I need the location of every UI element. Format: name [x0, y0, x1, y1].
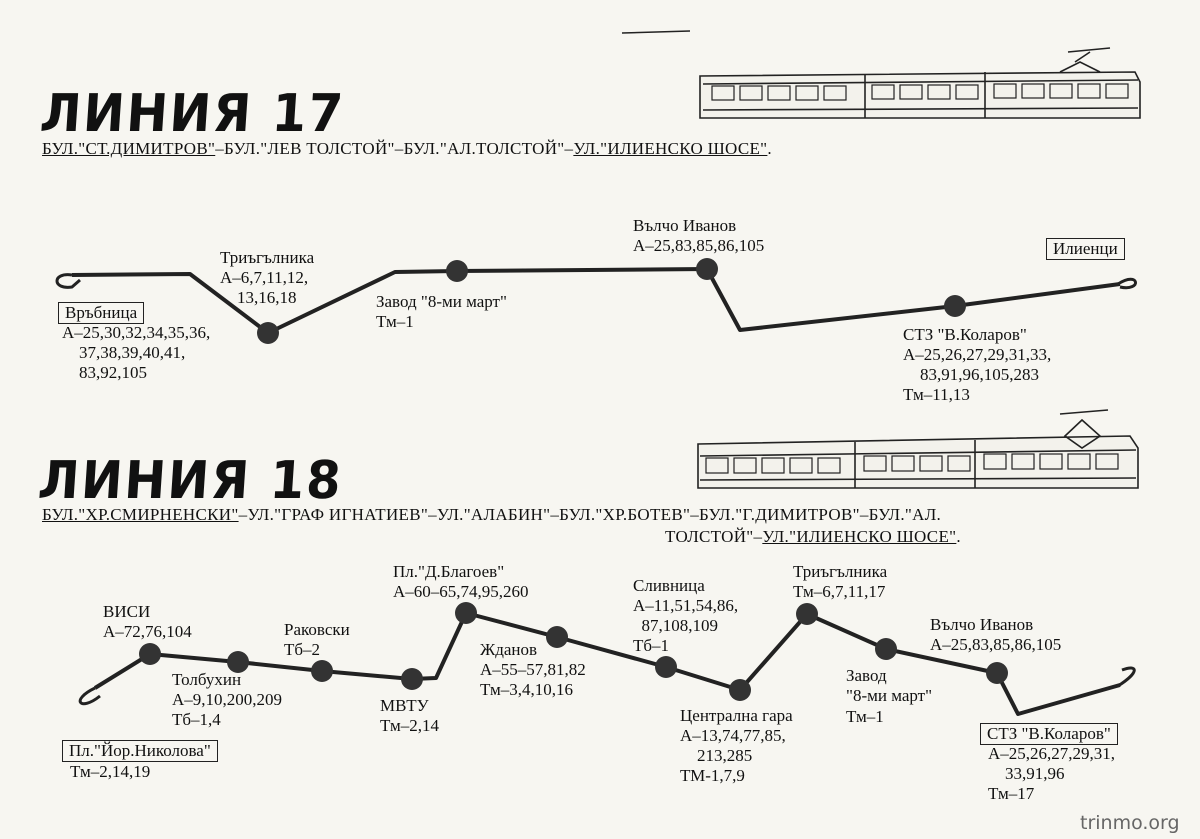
stop-name-zhdanov: Жданов — [480, 640, 538, 659]
stop-routes-triagalnika18: Тм–6,7,11,17 — [793, 582, 886, 601]
stop-routes-zavod8: Тм–1 — [376, 312, 414, 331]
stop-routes-valcho: А–25,83,85,86,105 — [633, 236, 765, 255]
stop-routes-zavod8-18: Тм–1 — [846, 707, 884, 726]
tram-18-illustration — [697, 409, 1139, 489]
line-18-stops — [139, 602, 1008, 701]
stop-name-nikolova: Пл."Йор.Николова" — [62, 740, 218, 762]
stop-name-slivnitsa: Сливница — [633, 576, 705, 595]
line-17-street-segment: . — [767, 139, 772, 158]
stop-routes-slivnitsa: А–11,51,54,86, 87,108,109 Тб–1 — [633, 596, 739, 655]
line-18-streets-2: ТОЛСТОЙ"–УЛ."ИЛИЕНСКО ШОСЕ". — [665, 526, 961, 547]
line-18-street-segment: . — [956, 527, 961, 546]
stop-name-blagoev: Пл."Д.Благоев" — [393, 562, 505, 581]
watermark: trinmo.org — [1080, 812, 1180, 834]
line-18-street-segment: УЛ."ИЛИЕНСКО ШОСЕ" — [762, 527, 957, 546]
stop-name-valcho: Вълчо Иванов — [633, 216, 737, 235]
stop-routes-mvtu: Тм–2,14 — [380, 716, 439, 735]
tram-17-illustration — [699, 47, 1141, 119]
stop-name-mvtu: МВТУ — [380, 696, 429, 715]
stop-dot-stz — [944, 295, 966, 317]
stop-name-ilientsi: Илиенци — [1046, 238, 1125, 260]
stop-name-triagalnika18: Триъгълника — [793, 562, 888, 581]
stop-dot-visi — [139, 643, 161, 665]
stop-routes-rakovski: Тб–2 — [284, 640, 321, 659]
stop-routes-nikolova: Тм–2,14,19 — [70, 762, 151, 781]
line-18-street-segment: –УЛ."ГРАФ ИГНАТИЕВ"–УЛ."АЛАБИН"–БУЛ."ХР.… — [238, 505, 942, 524]
line-17-street-segment: БУЛ."СТ.ДИМИТРОВ" — [42, 139, 216, 158]
stop-dot-valcho — [696, 258, 718, 280]
stop-routes-gara: А–13,74,77,85, 213,285 ТМ-1,7,9 — [680, 726, 786, 785]
stop-name-vrabnitsa: Връбница — [58, 302, 145, 324]
stop-routes-vrabnitsa: А–25,30,32,34,35,36, 37,38,39,40,41, 83,… — [62, 323, 211, 382]
stop-name-tolbuhin: Толбухин — [172, 670, 242, 689]
stop-dot-gara — [729, 679, 751, 701]
stop-name-stz: СТЗ "В.Коларов" — [903, 325, 1027, 344]
line-18-street-segment: ТОЛСТОЙ"– — [665, 527, 763, 546]
stop-routes-valcho18: А–25,83,85,86,105 — [930, 635, 1062, 654]
stop-dot-valcho18 — [986, 662, 1008, 684]
stop-dot-zavod8 — [446, 260, 468, 282]
stop-name-visi: ВИСИ — [103, 602, 151, 621]
stop-routes-stz18: А–25,26,27,29,31, 33,91,96 Тм–17 — [988, 744, 1116, 803]
stop-routes-visi: А–72,76,104 — [103, 622, 192, 641]
stop-routes-tolbuhin: А–9,10,200,209 Тб–1,4 — [172, 690, 283, 729]
stop-name-zavod8: Завод "8-ми март" — [376, 292, 507, 311]
stop-name-stz18: СТЗ "В.Коларов" — [980, 723, 1118, 745]
line-18-street-segment: БУЛ."ХР.СМИРНЕНСКИ" — [42, 505, 239, 524]
line-17-streets: БУЛ."СТ.ДИМИТРОВ"–БУЛ."ЛЕВ ТОЛСТОЙ"–БУЛ.… — [42, 138, 772, 159]
stop-dot-zavod8-18 — [875, 638, 897, 660]
stop-dot-rakovski — [311, 660, 333, 682]
stop-dot-slivnitsa — [655, 656, 677, 678]
stop-name-triagalnika: Триъгълника — [220, 248, 315, 267]
stop-name-zavod8-18: Завод "8-ми март" — [846, 666, 933, 705]
line-18-title: ЛИНИЯ 18 — [36, 451, 345, 511]
line-17-route — [55, 267, 1137, 335]
stop-dot-blagoev — [455, 602, 477, 624]
stop-dot-triagalnika — [257, 322, 279, 344]
stop-dot-zhdanov — [546, 626, 568, 648]
stop-dot-triagalnika18 — [796, 603, 818, 625]
stop-name-valcho18: Вълчо Иванов — [930, 615, 1034, 634]
stop-name-gara: Централна гара — [680, 706, 793, 725]
line-17-stops — [257, 258, 966, 344]
line-17-street-segment: УЛ."ИЛИЕНСКО ШОСЕ" — [573, 139, 768, 158]
stop-routes-stz: А–25,26,27,29,31,33, 83,91,96,105,283 Тм… — [903, 345, 1052, 404]
stop-routes-blagoev: А–60–65,74,95,260 — [393, 582, 529, 601]
line-18-streets-1: БУЛ."ХР.СМИРНЕНСКИ"–УЛ."ГРАФ ИГНАТИЕВ"–У… — [42, 504, 941, 525]
line-17-title: ЛИНИЯ 17 — [38, 84, 347, 144]
stop-routes-triagalnika: А–6,7,11,12, 13,16,18 — [220, 268, 309, 307]
stop-dot-mvtu — [401, 668, 423, 690]
line-17-street-segment: –БУЛ."ЛЕВ ТОЛСТОЙ"–БУЛ."АЛ.ТОЛСТОЙ"– — [215, 139, 574, 158]
stop-name-rakovski: Раковски — [284, 620, 350, 639]
stop-routes-zhdanov: А–55–57,81,82 Тм–3,4,10,16 — [480, 660, 586, 699]
stop-dot-tolbuhin — [227, 651, 249, 673]
